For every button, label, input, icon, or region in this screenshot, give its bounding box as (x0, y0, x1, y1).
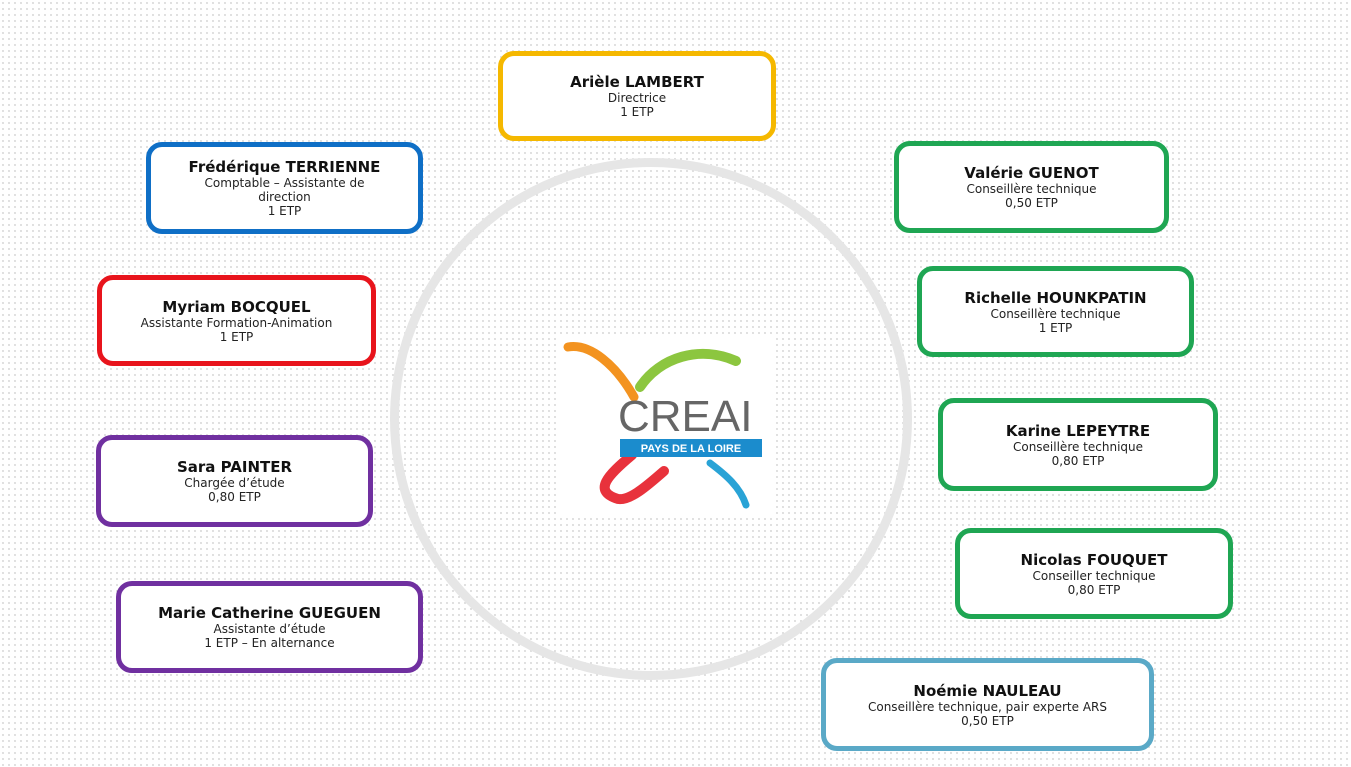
staff-card-guenot: Valérie GUENOT Conseillère technique 0,5… (894, 141, 1169, 233)
staff-card-lambert: Arièle LAMBERT Directrice 1 ETP (498, 51, 776, 141)
staff-card-bocquel: Myriam BOCQUEL Assistante Formation-Anim… (97, 275, 376, 366)
staff-card-fouquet: Nicolas FOUQUET Conseiller technique 0,8… (955, 528, 1233, 619)
staff-name: Marie Catherine GUEGUEN (158, 604, 381, 622)
creai-logo-graphic: CREAI PAYS DE LA LOIRE (563, 342, 762, 509)
staff-etp: 0,80 ETP (1051, 453, 1105, 468)
staff-name: Sara PAINTER (176, 458, 293, 476)
staff-etp: 0,80 ETP (1067, 582, 1121, 597)
staff-name: Noémie NAULEAU (913, 681, 1062, 700)
staff-etp: 0,80 ETP (208, 490, 261, 504)
staff-etp: 0,50 ETP (1005, 196, 1058, 210)
logo-wordmark: CREAI (618, 392, 752, 441)
staff-role: Assistante d’étude (213, 622, 326, 636)
staff-role: Conseillère technique (990, 306, 1121, 321)
staff-etp: 1 ETP (267, 204, 302, 218)
staff-role: Conseillère technique (966, 182, 1097, 196)
staff-card-painter: Sara PAINTER Chargée d’étude 0,80 ETP (96, 435, 373, 527)
staff-etp: 0,50 ETP (961, 713, 1014, 728)
staff-role: Conseillère technique, pair experte ARS (867, 699, 1107, 714)
staff-name: Karine LEPEYTRE (1005, 421, 1151, 440)
staff-role: Conseillère technique (1012, 439, 1144, 454)
staff-card-gueguen: Marie Catherine GUEGUEN Assistante d’étu… (116, 581, 423, 673)
staff-etp: 1 ETP – En alternance (204, 636, 335, 650)
staff-name: Valérie GUENOT (964, 164, 1099, 182)
staff-etp: 1 ETP (620, 105, 654, 119)
staff-role: Comptable – Assistante de direction (204, 176, 365, 204)
logo-subtitle: PAYS DE LA LOIRE (641, 443, 741, 455)
staff-etp: 1 ETP (1038, 320, 1073, 335)
staff-card-lepeytre: Karine LEPEYTRE Conseillère technique 0,… (938, 398, 1218, 491)
staff-card-hounkpatin: Richelle HOUNKPATIN Conseillère techniqu… (917, 266, 1194, 357)
staff-name: Frédérique TERRIENNE (188, 158, 381, 176)
staff-role: Chargée d’étude (184, 476, 285, 490)
staff-name: Myriam BOCQUEL (162, 297, 311, 316)
staff-card-terrienne: Frédérique TERRIENNE Comptable – Assista… (146, 142, 423, 234)
staff-name: Richelle HOUNKPATIN (964, 288, 1147, 307)
staff-role: Conseiller technique (1032, 568, 1156, 583)
creai-logo: CREAI PAYS DE LA LOIRE (560, 335, 772, 515)
staff-role: Directrice (607, 91, 667, 105)
staff-etp: 1 ETP (219, 329, 254, 344)
staff-name: Arièle LAMBERT (570, 73, 704, 91)
center-ring (390, 158, 912, 680)
staff-card-nauleau: Noémie NAULEAU Conseillère technique, pa… (821, 658, 1154, 751)
staff-role: Assistante Formation-Animation (140, 315, 333, 330)
staff-name: Nicolas FOUQUET (1020, 550, 1168, 569)
